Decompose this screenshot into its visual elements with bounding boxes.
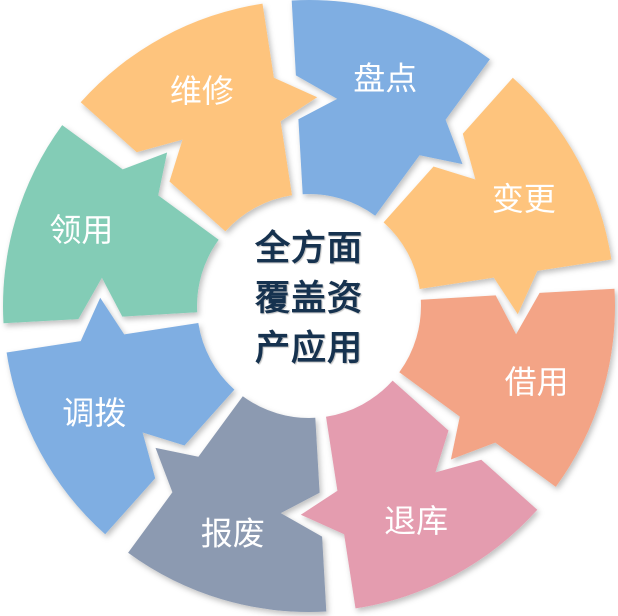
- segment-3: [399, 288, 615, 487]
- segment-label-1: 盘点: [353, 59, 417, 97]
- segment-6: [6, 297, 235, 535]
- segment-label-4: 退库: [384, 502, 448, 540]
- segment-label-6: 调拨: [62, 394, 126, 432]
- segment-label-3: 借用: [505, 363, 569, 401]
- segment-4: [300, 380, 538, 609]
- segment-label-7: 领用: [49, 211, 113, 249]
- segment-2: [383, 77, 612, 315]
- center-text-line-3: 产应用: [254, 328, 363, 369]
- segment-1: [291, 0, 490, 216]
- center-text-line-2: 覆盖资: [254, 278, 363, 319]
- center-text-line-1: 全方面: [254, 228, 363, 269]
- segment-label-2: 变更: [492, 180, 556, 218]
- segment-label-8: 维修: [170, 72, 234, 110]
- segment-7: [3, 125, 219, 324]
- segment-label-5: 报废: [201, 515, 265, 553]
- segment-5: [128, 396, 327, 612]
- segment-8: [80, 3, 318, 232]
